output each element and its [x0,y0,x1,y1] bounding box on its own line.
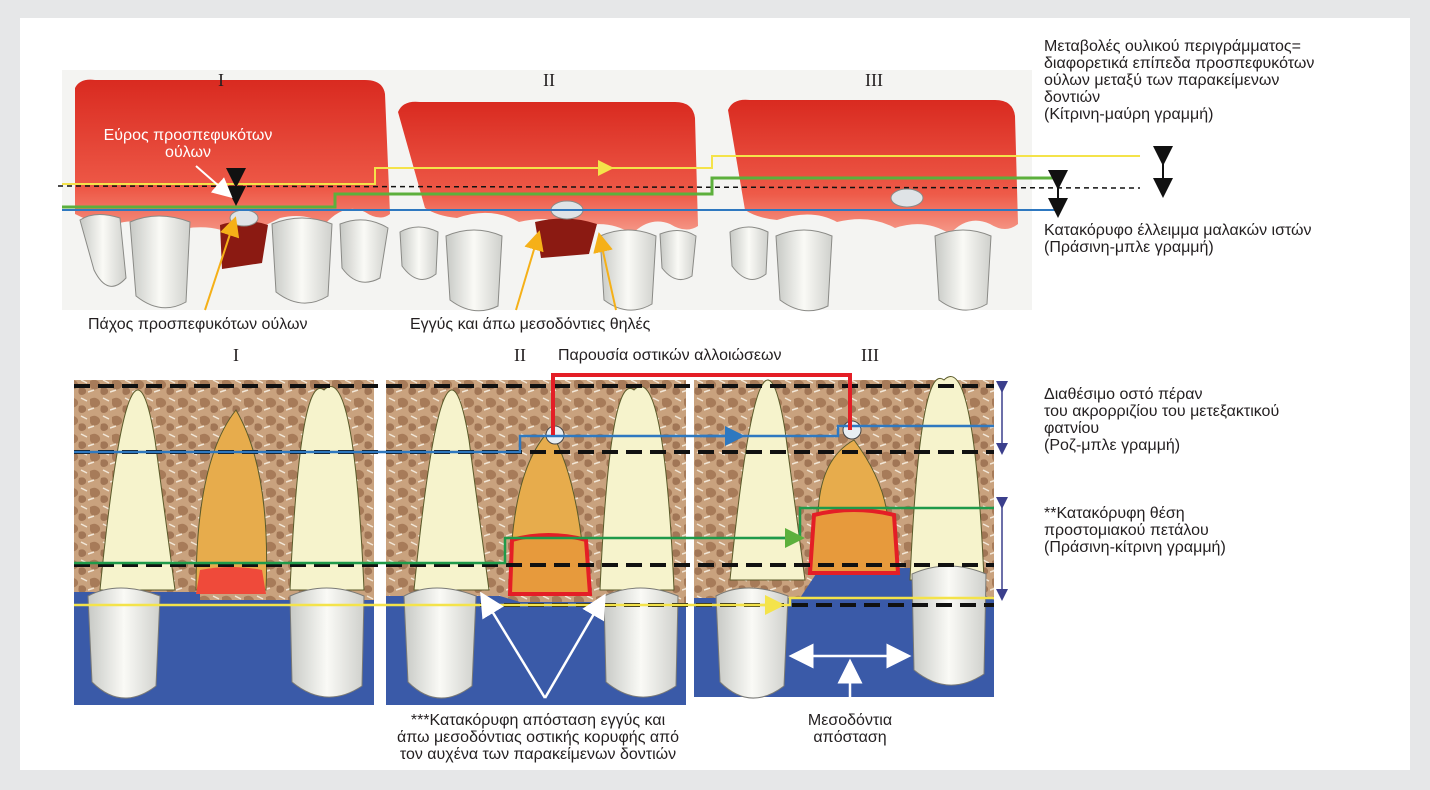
label-gingival-contour: Μεταβολές ουλικού περιγράμματος= διαφορε… [1044,38,1314,123]
label-flap-position: **Κατακόρυφη θέση προστομιακού πετάλου (… [1044,505,1226,556]
label-soft-tissue-deficit: Κατακόρυφο έλλειμμα μαλακών ιστών (Πράσι… [1044,222,1312,256]
label-bone-defects: Παρουσία οστικών αλλοιώσεων [558,347,782,364]
bottom-stage-II: II [514,345,526,366]
label-interdental-papillae: Εγγύς και άπω μεσοδόντιες θηλές [410,316,650,333]
bottom-stage-III: III [861,345,879,366]
top-stage-II: II [543,70,555,91]
bottom-stage-I: I [233,345,239,366]
label-gingiva-thickness: Πάχος προσπεφυκότων ούλων [88,316,307,333]
top-stage-I: I [218,70,224,91]
top-stage-III: III [865,70,883,91]
label-attached-gingiva-width: Εύρος προσπεφυκότων ούλων [88,127,288,161]
label-available-bone: Διαθέσιμο οστό πέραν του ακρορριζίου του… [1044,386,1279,454]
label-interdental-distance: Μεσοδόντια απόσταση [790,712,910,746]
label-crest-distance: ***Κατακόρυφη απόσταση εγγύς και άπω μεσ… [338,712,738,763]
